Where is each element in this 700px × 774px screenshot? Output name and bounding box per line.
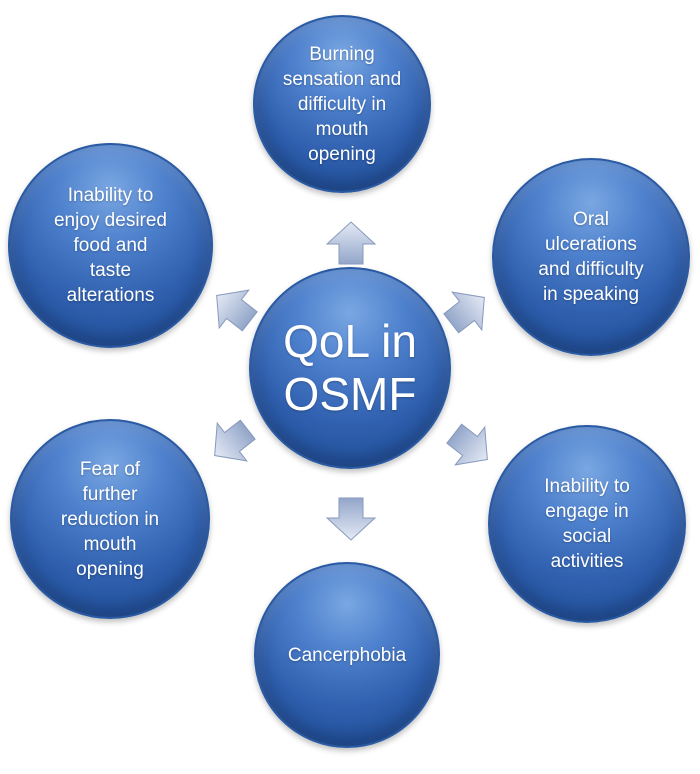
arrow-lower-right-icon bbox=[446, 423, 488, 466]
node-food-enjoyment: Inability to enjoy desired food and tast… bbox=[8, 143, 213, 348]
node-label: Fear of further reduction in mouth openi… bbox=[60, 458, 160, 580]
node-social-activities: Inability to engage in social activities bbox=[488, 425, 686, 623]
node-oral-ulcerations: Oral ulcerations and difficulty in speak… bbox=[492, 158, 690, 356]
arrow-lower-left-icon bbox=[214, 419, 256, 462]
node-fear-mouth-opening: Fear of further reduction in mouth openi… bbox=[10, 419, 210, 619]
node-label: Burning sensation and difficulty in mout… bbox=[282, 43, 402, 165]
node-label: Inability to engage in social activities bbox=[544, 476, 630, 572]
node-label: Cancerphobia bbox=[287, 644, 407, 666]
center-label: QoL in OSMF bbox=[283, 315, 417, 420]
node-cancerphobia: Cancerphobia bbox=[254, 562, 440, 748]
node-label: Oral ulcerations and difficulty in speak… bbox=[538, 209, 644, 305]
node-label: Inability to enjoy desired food and tast… bbox=[53, 185, 168, 306]
arrow-up-icon bbox=[325, 221, 377, 265]
arrow-upper-left-icon bbox=[216, 289, 258, 332]
node-burning-sensation: Burning sensation and difficulty in mout… bbox=[253, 15, 431, 193]
arrow-upper-right-icon bbox=[443, 291, 485, 334]
arrow-down-icon bbox=[325, 497, 377, 541]
node-center-qol-osmf: QoL in OSMF bbox=[249, 267, 451, 469]
